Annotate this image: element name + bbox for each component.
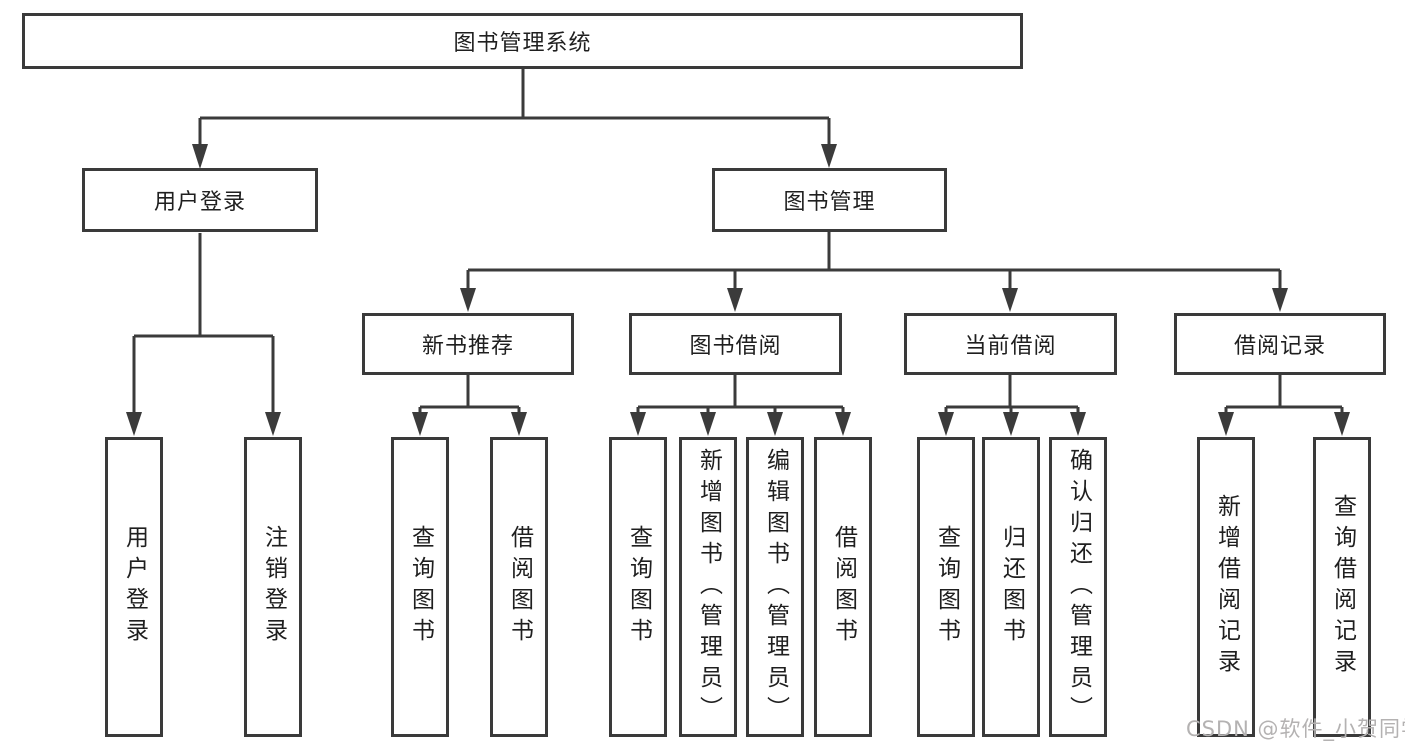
node-new-book-recommendation: 新书推荐 [362,313,574,375]
leaf-logout: 注销登录 [244,437,302,737]
leaf-query-borrow-record: 查询借阅记录 [1313,437,1371,737]
node-borrowing-records: 借阅记录 [1174,313,1386,375]
leaf-edit-book-admin: 编辑图书（管理员） [746,437,804,737]
leaf-query-books-current: 查询图书 [917,437,975,737]
leaf-borrow-books: 借阅图书 [814,437,872,737]
leaf-query-books-recommend: 查询图书 [391,437,449,737]
leaf-add-borrow-record: 新增借阅记录 [1197,437,1255,737]
leaf-confirm-return-admin: 确认归还（管理员） [1049,437,1107,737]
leaf-user-login: 用户登录 [105,437,163,737]
node-book-borrowing: 图书借阅 [629,313,842,375]
leaf-add-book-admin: 新增图书（管理员） [679,437,737,737]
node-current-borrowing: 当前借阅 [904,313,1117,375]
leaf-return-books: 归还图书 [982,437,1040,737]
node-book-management: 图书管理 [712,168,947,232]
leaf-borrow-books-recommend: 借阅图书 [490,437,548,737]
node-library-management-system: 图书管理系统 [22,13,1023,69]
leaf-query-books-borrowing: 查询图书 [609,437,667,737]
node-user-login: 用户登录 [82,168,318,232]
csdn-watermark: CSDN @软件_小贺同学 [1186,717,1405,741]
